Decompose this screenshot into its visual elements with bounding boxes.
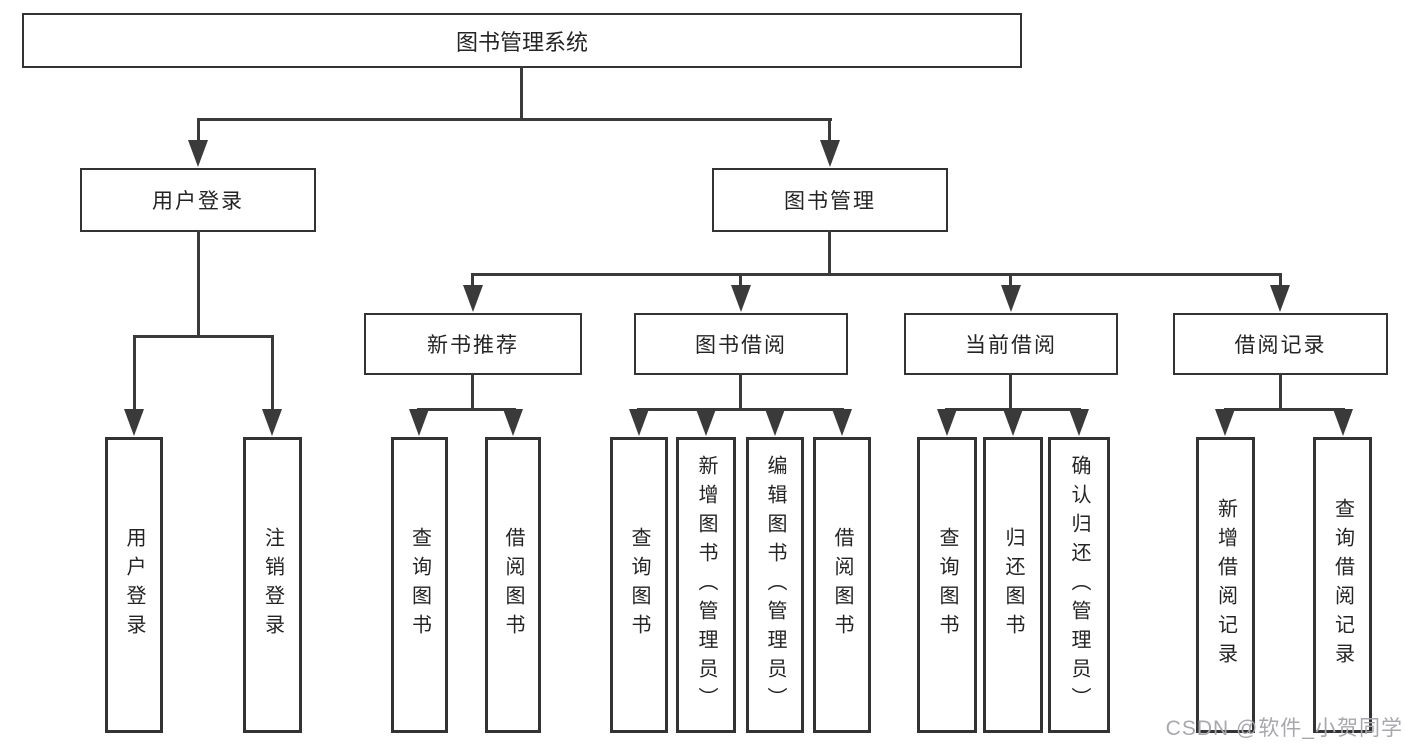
arrow-down-icon [937,409,957,436]
arrow-down-icon [1215,409,1235,436]
connector-line [1279,273,1282,288]
connector-line [197,230,200,338]
watermark: CSDN @软件_小贺同学 [1165,717,1403,740]
leaf-return-book: 归还图书 [983,437,1043,733]
arrow-down-icon [188,140,208,167]
connector-line [417,408,516,411]
arrow-down-icon [1333,409,1353,436]
connector-line [471,273,1282,276]
node-current-borrow: 当前借阅 [904,313,1118,375]
leaf-add-book-admin-label: 新增图书（管理员） [695,454,717,716]
arrow-down-icon [731,285,751,312]
connector-line [1224,408,1345,411]
connector-line [471,273,474,288]
leaf-edit-book-admin: 编辑图书（管理员） [746,437,804,733]
connector-line [271,335,274,411]
leaf-user-login-label: 用户登录 [123,527,145,643]
leaf-add-book-admin: 新增图书（管理员） [676,437,736,733]
arrow-down-icon [1001,285,1021,312]
arrow-down-icon [1270,285,1290,312]
leaf-query-books-borrow-label: 查询图书 [628,527,650,643]
arrow-down-icon [409,409,429,436]
connector-line [739,373,742,411]
connector-line [520,66,523,121]
connector-line [828,230,831,276]
leaf-confirm-return-admin-label: 确认归还（管理员） [1068,454,1090,716]
node-root: 图书管理系统 [22,13,1022,68]
node-book-borrow: 图书借阅 [634,313,848,375]
leaf-query-borrow-record-label: 查询借阅记录 [1331,498,1354,672]
leaf-user-login: 用户登录 [105,437,163,733]
leaf-query-books-current: 查询图书 [917,437,977,733]
leaf-return-book-label: 归还图书 [1002,527,1024,643]
node-book-management: 图书管理 [712,168,948,232]
arrow-down-icon [124,409,144,436]
node-root-label: 图书管理系统 [455,29,588,55]
connector-line [1009,273,1012,288]
leaf-borrow-books-label: 借阅图书 [831,527,853,643]
node-new-book-recommend: 新书推荐 [364,313,582,375]
connector-line [1279,373,1282,411]
connector-line [133,335,274,338]
connector-line [471,373,474,411]
arrow-down-icon [503,409,523,436]
leaf-query-borrow-record: 查询借阅记录 [1313,437,1372,733]
leaf-query-books-borrow: 查询图书 [610,437,668,733]
leaf-confirm-return-admin: 确认归还（管理员） [1048,437,1110,733]
connector-line [637,408,844,411]
arrow-down-icon [1069,409,1089,436]
node-new-book-recommend-label: 新书推荐 [427,334,519,357]
leaf-query-books-recommend-label: 查询图书 [408,527,431,643]
leaf-query-books-recommend: 查询图书 [391,437,448,733]
arrow-down-icon [765,409,785,436]
node-borrow-records: 借阅记录 [1173,313,1388,375]
node-borrow-records-label: 借阅记录 [1234,334,1327,357]
node-book-borrow-label: 图书借阅 [695,334,787,357]
leaf-borrow-books: 借阅图书 [813,437,871,733]
connector-line [828,118,831,145]
connector-line [197,118,832,121]
leaf-logout-label: 注销登录 [261,527,284,643]
node-user-login: 用户登录 [80,168,316,232]
connector-line [197,118,200,145]
connector-line [133,335,136,411]
arrow-down-icon [696,409,716,436]
arrow-down-icon [463,285,483,312]
leaf-logout: 注销登录 [243,437,302,733]
arrow-down-icon [1003,409,1023,436]
arrow-down-icon [629,409,649,436]
arrow-down-icon [262,409,282,436]
leaf-add-borrow-record: 新增借阅记录 [1196,437,1255,733]
leaf-add-borrow-record-label: 新增借阅记录 [1214,498,1237,672]
connector-line [739,273,742,288]
arrow-down-icon [820,140,840,167]
node-user-login-label: 用户登录 [152,190,244,213]
node-book-management-label: 图书管理 [784,190,876,213]
leaf-borrow-books-recommend: 借阅图书 [485,437,541,733]
leaf-query-books-current-label: 查询图书 [936,527,958,643]
node-current-borrow-label: 当前借阅 [965,334,1057,357]
leaf-edit-book-admin-label: 编辑图书（管理员） [764,454,786,716]
leaf-borrow-books-recommend-label: 借阅图书 [502,527,524,643]
arrow-down-icon [832,409,852,436]
connector-line [1009,373,1012,411]
